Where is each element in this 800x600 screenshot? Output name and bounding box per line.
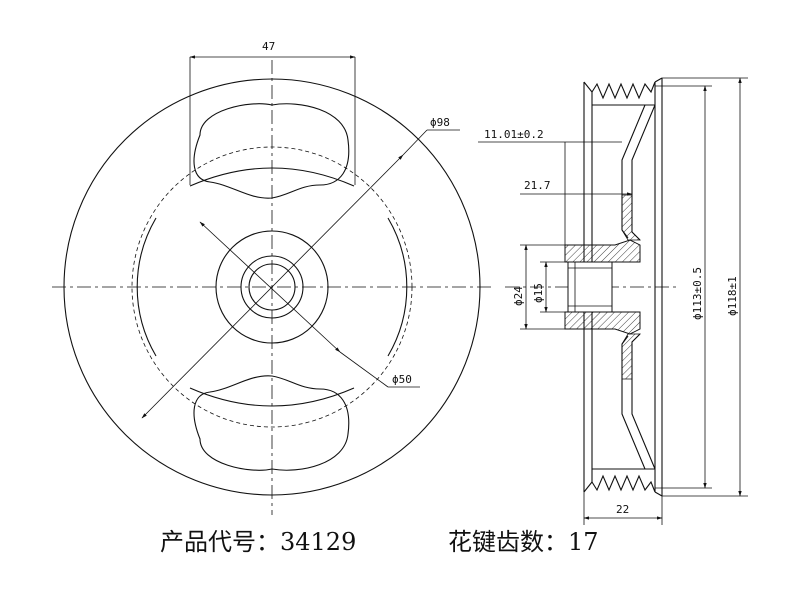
web-hatch-top	[621, 194, 641, 241]
dim-98-line	[141, 154, 404, 419]
dim-50-line	[199, 221, 341, 353]
dim-50-text: ϕ50	[392, 373, 412, 386]
rim-cap-br	[654, 491, 663, 497]
dim-22-text: 22	[616, 503, 629, 516]
dim-47-text: 47	[262, 40, 275, 53]
front-view: 47 ϕ98 ϕ50	[52, 40, 492, 515]
rim-cap-tr	[654, 77, 663, 83]
top-window	[193, 103, 350, 199]
web-hatch-bottom	[621, 333, 641, 380]
rim-cap-bl	[583, 481, 593, 493]
dim-offset-text: 11.01±0.2	[484, 128, 544, 141]
spline-teeth-caption: 花键齿数：17	[448, 528, 599, 556]
dim-15-text: ϕ15	[532, 283, 545, 303]
dim-98-text: ϕ98	[430, 116, 450, 129]
product-code-caption: 产品代号：34129	[160, 528, 357, 556]
web-bottom-right	[631, 333, 656, 470]
rim-cap-tl	[583, 81, 593, 93]
dim-98-leader	[402, 129, 428, 156]
dim-118-text: ϕ118±1	[726, 276, 739, 316]
dim-24-text: ϕ24	[512, 286, 525, 306]
grooves-bottom	[591, 474, 656, 493]
web-top-right	[631, 104, 656, 241]
section-view: 11.01±0.2 21.7 ϕ24 ϕ15 ϕ113±0.5 ϕ118±1 2…	[478, 77, 748, 525]
bottom-window	[193, 375, 350, 471]
dim-depth-text: 21.7	[524, 179, 551, 192]
dim-50-leader	[339, 351, 389, 388]
dim-113-text: ϕ113±0.5	[691, 267, 704, 320]
grooves-top	[591, 81, 656, 100]
